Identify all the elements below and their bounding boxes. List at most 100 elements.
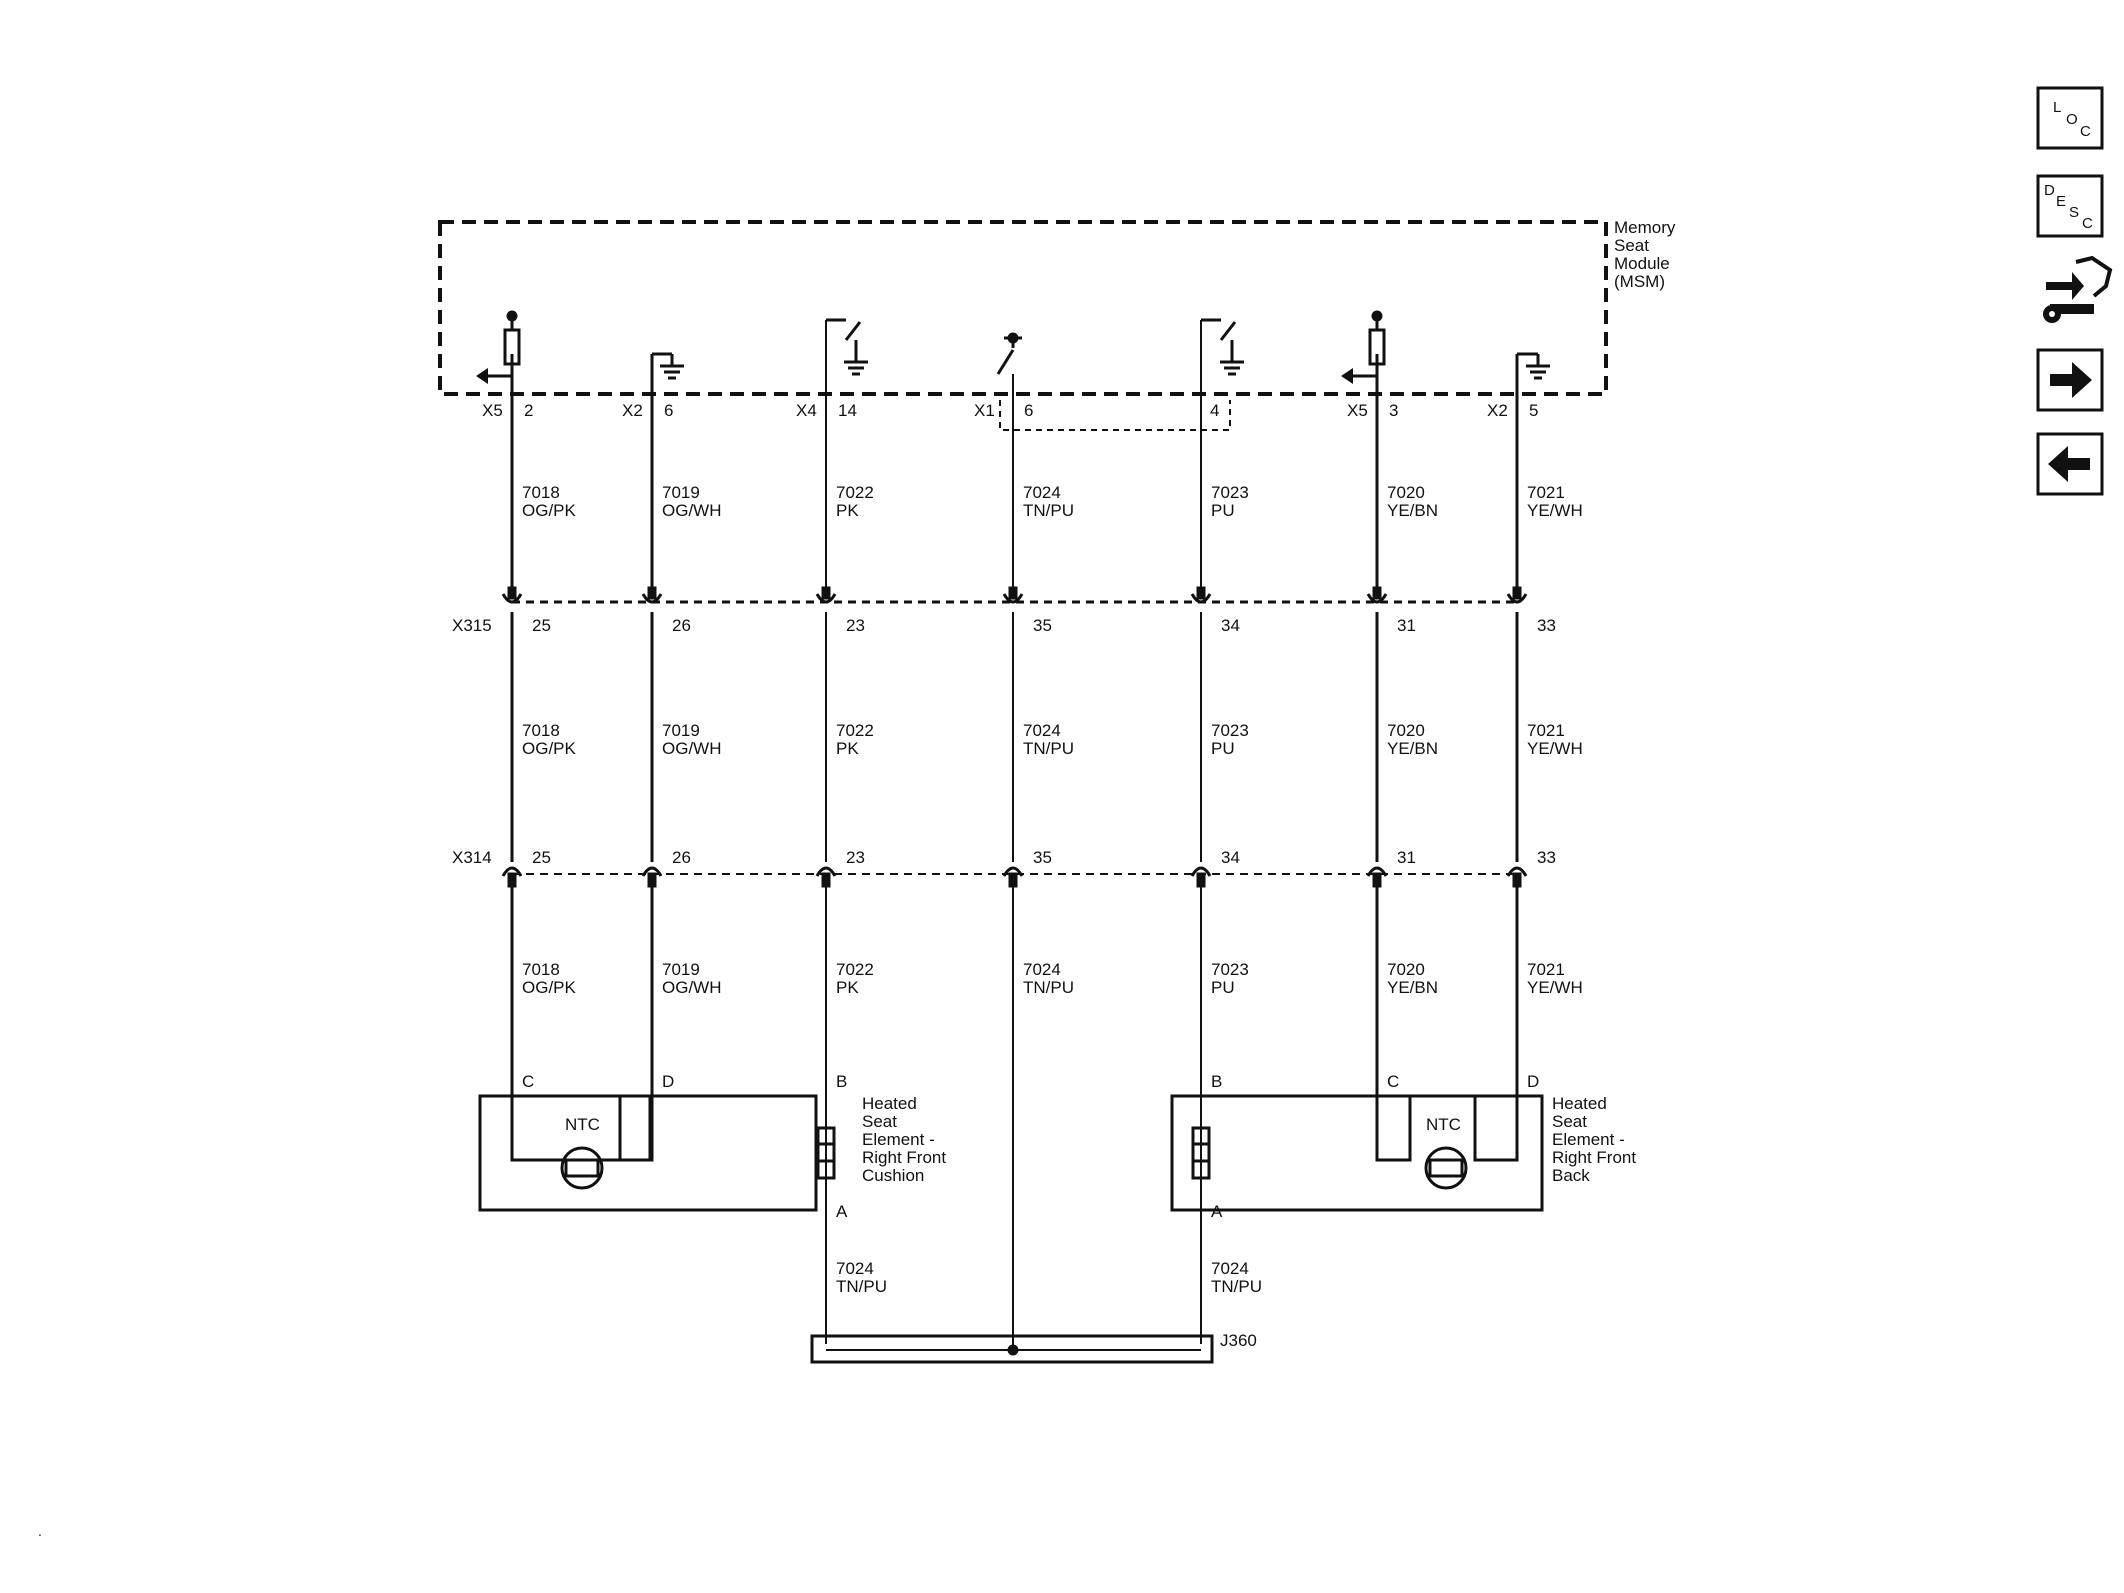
- heater-name-line-5: Cushion: [862, 1166, 924, 1185]
- ntc-thermistor-icon: [560, 1146, 604, 1190]
- wire-number: 7021: [1527, 483, 1565, 502]
- ground-pin: A: [836, 1202, 848, 1221]
- wire-color: YE/BN: [1387, 739, 1438, 758]
- corner-mark: .: [38, 1523, 42, 1539]
- wire-color: OG/PK: [522, 978, 577, 997]
- circuit-1: X5 2 7018 OG/PK 25 7018 OG/PK 25 7018 OG…: [482, 354, 652, 1162]
- x315-pin: 26: [672, 616, 691, 635]
- x314-pin: 31: [1397, 848, 1416, 867]
- wire-color: TN/PU: [1023, 739, 1074, 758]
- x315-pin: 23: [846, 616, 865, 635]
- heating-element-icon: [1191, 1126, 1211, 1180]
- msm-name-line-1: Memory: [1614, 218, 1676, 237]
- heater-name-line-2: Seat: [1552, 1112, 1587, 1131]
- msm-pin-label: 3: [1389, 401, 1398, 420]
- wire-color: PU: [1211, 739, 1235, 758]
- wire-color: YE/WH: [1527, 501, 1583, 520]
- wire-number: 7020: [1387, 960, 1425, 979]
- wire-color: TN/PU: [1023, 501, 1074, 520]
- msm-name-line-4: (MSM): [1614, 272, 1665, 291]
- load-pin: D: [1527, 1072, 1539, 1091]
- wire-color: OG/WH: [662, 501, 722, 520]
- heater-name-line-5: Back: [1552, 1166, 1590, 1185]
- msm-name-line-2: Seat: [1614, 236, 1649, 255]
- wire-number: 7022: [836, 721, 874, 740]
- x315-pin: 34: [1221, 616, 1240, 635]
- x314-pin: 33: [1537, 848, 1556, 867]
- arrow-right-icon[interactable]: [2036, 348, 2104, 412]
- wire-color: OG/PK: [522, 501, 577, 520]
- wire-number: 7021: [1527, 721, 1565, 740]
- heater-name-line-1: Heated: [1552, 1094, 1607, 1113]
- x315-pin: 31: [1397, 616, 1416, 635]
- msm-connector-label: X1: [974, 401, 995, 420]
- desc-letter-2: E: [2056, 193, 2066, 210]
- wire-number: 7024: [1023, 960, 1061, 979]
- x314-label: X314: [452, 848, 492, 867]
- load-pin: C: [522, 1072, 534, 1091]
- msm-pin-label: 6: [664, 401, 673, 420]
- heater-name-line-2: Seat: [862, 1112, 897, 1131]
- location-button[interactable]: L O C: [2036, 86, 2104, 150]
- x314-pin: 25: [532, 848, 551, 867]
- msm-pin-label: 6: [1024, 401, 1033, 420]
- arrow-left-icon[interactable]: [2036, 432, 2104, 496]
- msm-pin-label: 2: [524, 401, 533, 420]
- wire-number: 7020: [1387, 483, 1425, 502]
- wire-color: PU: [1211, 978, 1235, 997]
- description-button[interactable]: D E S C: [2036, 174, 2104, 238]
- wire-number: 7022: [836, 483, 874, 502]
- ground-wire-number: 7024: [1211, 1259, 1249, 1278]
- x315-pin: 25: [532, 616, 551, 635]
- heater-element-cushion: NTC A 7024 TN/PU Heated Seat Element - R…: [478, 1094, 946, 1296]
- heater-cushion-box: [478, 1094, 818, 1212]
- circuit-5: 4 7023 PU 34 7023 PU 34 7023 PU B: [1200, 320, 1249, 1344]
- msm-connector-label: X2: [622, 401, 643, 420]
- load-pin: D: [662, 1072, 674, 1091]
- heater-name-line-1: Heated: [862, 1094, 917, 1113]
- loc-letter-3: C: [2080, 123, 2091, 140]
- ground-wire-color: TN/PU: [1211, 1277, 1262, 1296]
- wire-color: PU: [1211, 501, 1235, 520]
- loc-letter-1: L: [2053, 99, 2061, 116]
- x314-pin: 23: [846, 848, 865, 867]
- msm-module-box: [438, 220, 1608, 396]
- wire-number: 7023: [1211, 483, 1249, 502]
- heating-element-icon: [816, 1126, 836, 1180]
- wire-number: 7023: [1211, 721, 1249, 740]
- wire-number: 7019: [662, 960, 700, 979]
- wire-color: PK: [836, 501, 859, 520]
- wire-color: YE/WH: [1527, 978, 1583, 997]
- heater-element-back: NTC A 7024 TN/PU Heated Seat Element - R…: [1170, 1094, 1636, 1296]
- circuit-4: X1 6 7024 TN/PU 35 7024 TN/PU 35 7024 TN…: [974, 374, 1074, 1352]
- circuit-7: X2 5 7021 YE/WH 33 7021 YE/WH 33 7021 YE…: [1473, 354, 1583, 1162]
- x315-label: X315: [452, 616, 492, 635]
- connector-wrench-icon[interactable]: [2043, 255, 2113, 323]
- wire-color: YE/BN: [1387, 978, 1438, 997]
- splice-label: J360: [1220, 1331, 1257, 1350]
- heater-name-line-4: Right Front: [862, 1148, 946, 1167]
- ground-wire-color: TN/PU: [836, 1277, 887, 1296]
- ntc-label: NTC: [1426, 1115, 1461, 1134]
- wire-color: TN/PU: [1023, 978, 1074, 997]
- wire-color: PK: [836, 739, 859, 758]
- x314-pin: 26: [672, 848, 691, 867]
- circuit-6: X5 3 7020 YE/BN 31 7020 YE/BN 31 7020 YE…: [1347, 354, 1438, 1162]
- msm-connector-label: X2: [1487, 401, 1508, 420]
- wire-color: OG/WH: [662, 739, 722, 758]
- x314-pin: 35: [1033, 848, 1052, 867]
- x315-pin: 35: [1033, 616, 1052, 635]
- wire-number: 7018: [522, 721, 560, 740]
- ground-wire-number: 7024: [836, 1259, 874, 1278]
- circuit-3: X4 14 7022 PK 23 7022 PK 23 7022 PK B: [796, 320, 874, 1344]
- wire-number: 7021: [1527, 960, 1565, 979]
- ntc-thermistor-icon: [1424, 1146, 1468, 1190]
- connector-cavities: [501, 586, 1528, 888]
- loc-letter-2: O: [2066, 111, 2078, 128]
- msm-pin-label: 4: [1210, 401, 1219, 420]
- msm-name-line-3: Module: [1614, 254, 1670, 273]
- wire-number: 7018: [522, 960, 560, 979]
- wire-number: 7024: [1023, 483, 1061, 502]
- wire-number: 7018: [522, 483, 560, 502]
